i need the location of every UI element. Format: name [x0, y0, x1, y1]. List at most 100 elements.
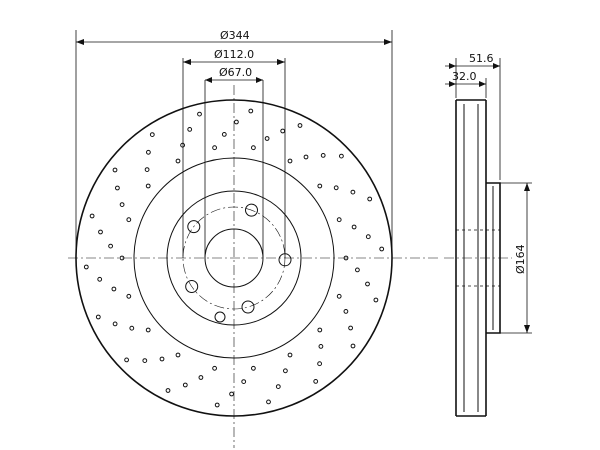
drilled-hole — [373, 297, 379, 303]
drilled-hole — [175, 352, 181, 358]
arrow-left-icon — [493, 63, 500, 69]
drilled-hole — [212, 145, 218, 151]
drilled-hole — [212, 365, 218, 371]
bolt-circle-label: Ø112.0 — [214, 48, 254, 61]
front-view — [68, 85, 440, 448]
drilled-hole — [146, 149, 151, 155]
drilled-hole — [229, 391, 235, 397]
total-height-label: 51.6 — [469, 52, 494, 65]
drilled-hole — [317, 327, 323, 333]
drilled-hole — [339, 153, 344, 159]
drilled-hole — [248, 108, 254, 114]
drilled-hole — [313, 379, 319, 384]
drilled-hole — [145, 183, 151, 189]
drilled-hole — [297, 123, 303, 128]
bolt-circle-dimension: Ø112.0 — [182, 48, 286, 258]
drilled-holes — [83, 108, 385, 408]
drilled-hole — [112, 167, 118, 173]
drilled-hole — [111, 286, 117, 292]
drilled-hole — [251, 365, 256, 371]
drilled-hole — [251, 145, 256, 151]
arrow-right-icon — [256, 77, 263, 83]
drilled-hole — [165, 388, 171, 393]
drilled-hole — [95, 314, 101, 320]
arrow-right-icon — [384, 39, 392, 45]
drilled-hole — [142, 358, 148, 364]
arrow-left-icon — [205, 77, 212, 83]
drilled-hole — [83, 264, 89, 270]
hat-diameter-label: Ø164 — [514, 244, 527, 274]
drilled-hole — [197, 111, 202, 117]
hub-flange — [166, 190, 302, 326]
drilled-hole — [182, 382, 188, 388]
drilled-hole — [241, 379, 247, 385]
drilled-hole — [145, 327, 151, 333]
drilled-hole — [175, 158, 181, 164]
bolt-hole — [187, 220, 201, 234]
drilled-hole — [287, 352, 293, 358]
drilled-hole — [108, 243, 113, 249]
arrow-left-icon — [183, 59, 191, 65]
arrow-right-icon — [277, 59, 285, 65]
outer-diameter-dimension: Ø344 — [75, 29, 393, 258]
bolt-hole — [241, 300, 255, 314]
arrow-up-icon — [524, 183, 530, 191]
bolt-hole — [245, 203, 258, 217]
center-bore-dimension: Ø67.0 — [204, 66, 264, 258]
drilled-hole — [198, 375, 204, 380]
drilled-hole — [214, 402, 220, 408]
drilled-hole — [266, 399, 271, 405]
drilled-hole — [119, 255, 125, 261]
center-bore-label: Ø67.0 — [219, 66, 252, 79]
arrow-left-icon — [76, 39, 84, 45]
drilled-hole — [343, 309, 349, 314]
drilled-hole — [303, 154, 309, 160]
side-view: 51.6 32.0 Ø164 — [444, 52, 532, 417]
drilled-hole — [350, 189, 356, 195]
drilled-hole — [126, 293, 132, 299]
drilled-hole — [149, 132, 155, 138]
drilled-hole — [379, 246, 385, 252]
drilled-hole — [97, 276, 103, 282]
arrow-right-icon — [449, 63, 456, 69]
hat-outer-edge — [133, 157, 335, 359]
locating-hole — [214, 311, 226, 323]
drilled-hole — [367, 196, 373, 202]
bolt-hole — [185, 280, 199, 293]
drilled-hole — [112, 321, 118, 327]
drilled-hole — [124, 357, 129, 363]
drilled-hole — [115, 185, 120, 191]
drilled-hole — [275, 384, 281, 390]
drilled-hole — [119, 202, 125, 208]
drilled-hole — [144, 167, 150, 173]
drilled-hole — [283, 368, 288, 374]
bolt-holes — [185, 203, 292, 314]
drilled-hole — [187, 126, 193, 132]
drilled-hole — [221, 132, 227, 137]
arrow-left-icon — [479, 81, 486, 87]
drilled-hole — [350, 343, 356, 349]
drilled-hole — [365, 281, 370, 287]
arrow-down-icon — [524, 325, 530, 333]
drilled-hole — [336, 293, 342, 299]
drilled-hole — [336, 217, 342, 223]
drilled-hole — [98, 229, 103, 235]
drilled-hole — [317, 183, 323, 189]
drilled-hole — [343, 255, 349, 261]
drilled-hole — [264, 136, 270, 141]
drilled-hole — [318, 344, 324, 349]
drilled-hole — [348, 325, 354, 331]
arrow-right-icon — [449, 81, 456, 87]
drilled-hole — [351, 224, 357, 230]
thickness-label: 32.0 — [452, 70, 477, 83]
outer-diameter-label: Ø344 — [220, 29, 250, 42]
drilled-hole — [317, 361, 323, 367]
drilled-hole — [355, 267, 360, 273]
drilled-hole — [280, 128, 286, 134]
drilled-hole — [126, 217, 132, 223]
drilled-hole — [333, 185, 339, 191]
drilled-hole — [365, 234, 371, 240]
drilled-hole — [129, 325, 135, 331]
drilled-hole — [89, 213, 95, 219]
